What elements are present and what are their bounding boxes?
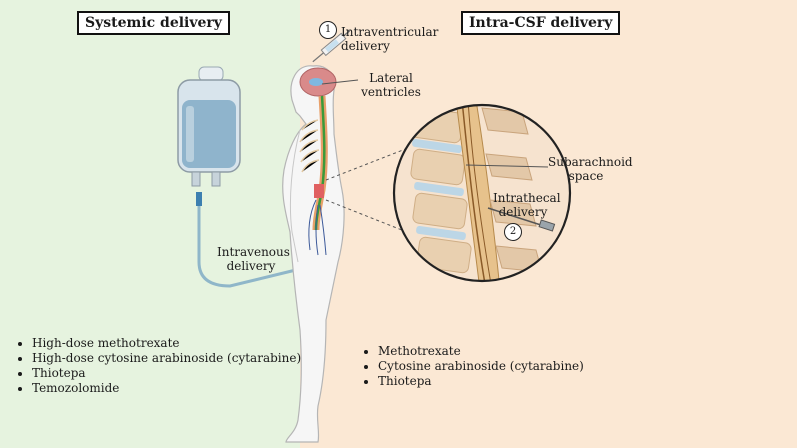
syringe-icon — [312, 30, 351, 63]
systemic-panel — [0, 0, 300, 448]
nerve-roots — [308, 199, 327, 256]
subarachnoid-leader — [465, 164, 549, 168]
intrathecal-delivery-label: Intrathecal delivery — [493, 191, 561, 219]
lateral-ventricle — [309, 78, 323, 86]
systemic-drug-item: High-dose cytosine arabinoside (cytarabi… — [32, 351, 301, 366]
intra-csf-delivery-header: Intra-CSF delivery — [461, 11, 621, 35]
subarachnoid-space-label: Subarachnoid space — [548, 155, 633, 183]
intra-csf-drug-item: Methotrexate — [378, 344, 584, 359]
needle-hub-icon — [538, 219, 556, 232]
ribs — [299, 119, 320, 173]
ventricles-leader — [321, 79, 359, 85]
lateral-ventricles-label: Lateral ventricles — [361, 71, 421, 99]
intra-csf-drug-item: Thiotepa — [378, 374, 584, 389]
systemic-drug-item: High-dose methotrexate — [32, 336, 301, 351]
iv-bag-icon — [177, 66, 241, 206]
intravenous-delivery-label: Intravenous delivery — [217, 245, 290, 273]
step-2-marker: 2 — [504, 223, 522, 241]
intra-csf-drug-item: Cytosine arabinoside (cytarabine) — [378, 359, 584, 374]
systemic-drug-item: Temozolomide — [32, 381, 301, 396]
intraventricular-delivery-label: Intraventricular delivery — [341, 25, 439, 53]
intra-csf-drug-list: Methotrexate Cytosine arabinoside (cytar… — [358, 344, 584, 389]
systemic-drug-item: Thiotepa — [32, 366, 301, 381]
human-body — [282, 65, 345, 443]
iv-tube — [197, 206, 305, 288]
lumbar-highlight — [314, 184, 324, 198]
zoom-circle — [392, 103, 572, 283]
systemic-drug-list: High-dose methotrexate High-dose cytosin… — [12, 336, 301, 396]
step-1-marker: 1 — [319, 21, 337, 39]
intrathecal-needle — [487, 207, 545, 227]
systemic-delivery-header: Systemic delivery — [77, 11, 230, 35]
